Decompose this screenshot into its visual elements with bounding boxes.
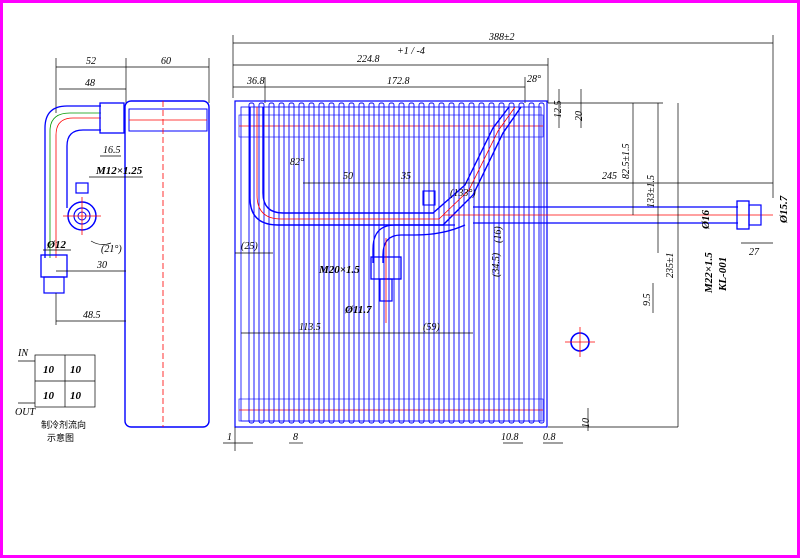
core-tube	[418, 102, 425, 424]
core-tube	[498, 102, 505, 424]
dim-59-paren: (59)	[423, 322, 440, 333]
core-tube	[398, 102, 405, 424]
dim-82-5: 82.5±1.5	[621, 144, 632, 180]
dim-phi16: Ø16	[700, 210, 712, 230]
core-tube	[298, 102, 305, 424]
dim-60: 60	[161, 56, 171, 67]
dim-16-paren: (16)	[493, 226, 504, 243]
core-tube	[448, 102, 455, 424]
dim-34-5: (34.5)	[491, 252, 502, 277]
front-view: 388±2 224.8 +1 / -4 36.8 172.8 28°	[223, 32, 790, 451]
core-tube	[488, 102, 495, 424]
dim-52: 52	[86, 56, 96, 67]
core-tube	[508, 102, 515, 424]
core-tube	[518, 102, 525, 424]
dim-245: 245	[602, 171, 617, 182]
dim-48: 48	[85, 78, 95, 89]
core-tube	[438, 102, 445, 424]
core-tube	[268, 102, 275, 424]
dim-21-angle: (21°)	[101, 244, 122, 255]
dim-35: 35	[400, 171, 411, 182]
core-tube	[288, 102, 295, 424]
core-tube	[378, 102, 385, 424]
dim-angle-28: 28°	[527, 74, 541, 85]
core-tube	[388, 102, 395, 424]
core-tube	[338, 102, 345, 424]
dim-0-8: 0.8	[543, 432, 556, 443]
flow-cell-2: 10	[70, 364, 82, 376]
dim-m22-thread: M22×1.5	[703, 252, 715, 294]
dim-m12-thread: M12×1.25	[95, 165, 143, 177]
core-tube	[278, 102, 285, 424]
core-tube	[428, 102, 435, 424]
core-tube	[248, 102, 255, 424]
core-tube	[328, 102, 335, 424]
flow-diagram: IN OUT 10 10 10 10 制冷剂流向 示意图	[15, 348, 96, 444]
dim-25-paren: (25)	[241, 241, 258, 252]
dim-113-5: 113.5	[299, 322, 321, 333]
dim-phi15-7: Ø15.7	[778, 195, 790, 224]
flow-out-label: OUT	[15, 407, 36, 418]
dim-30: 30	[96, 260, 107, 271]
core-tube	[538, 102, 545, 424]
flow-in-label: IN	[17, 348, 29, 359]
dim-20: 20	[574, 111, 585, 121]
dim-width-tol: +1 / -4	[397, 46, 425, 57]
core-tube	[368, 102, 375, 424]
dim-width: 224.8	[357, 54, 380, 65]
core-tube	[308, 102, 315, 424]
part-number: KL-001	[717, 257, 729, 292]
core-tube	[468, 102, 475, 424]
dim-36-8: 36.8	[246, 76, 265, 87]
flow-caption-1: 制冷剂流向	[41, 419, 86, 431]
flow-caption-2: 示意图	[47, 432, 74, 444]
dim-8: 8	[293, 432, 298, 443]
core-tube	[528, 102, 535, 424]
core-tube	[318, 102, 325, 424]
dim-overall: 388±2	[488, 32, 515, 43]
flow-cell-3: 10	[43, 390, 55, 402]
core-tube	[258, 102, 265, 424]
core-tube	[458, 102, 465, 424]
pipe-fitting-side	[99, 102, 125, 134]
dim-angle-82: 82°	[290, 157, 304, 168]
dim-9-5: 9.5	[642, 294, 653, 307]
core-tube	[358, 102, 365, 424]
dim-172-8: 172.8	[387, 76, 410, 87]
dim-235: 235±1	[665, 253, 676, 279]
core-front-outline	[234, 100, 548, 428]
dim-10-8: 10.8	[501, 432, 519, 443]
core-side-outline	[124, 100, 210, 428]
dim-12-5: 12.5	[553, 101, 564, 119]
dim-48-5: 48.5	[83, 310, 101, 321]
flow-cell-4: 10	[70, 390, 82, 402]
core-tube	[478, 102, 485, 424]
dim-16-5: 16.5	[103, 145, 121, 156]
core-tube	[408, 102, 415, 424]
side-view: 52 60 48 16.5 M12×1.25 (21°) Ø12	[40, 56, 210, 428]
dim-1: 1	[227, 432, 232, 443]
core-tubes	[248, 102, 545, 424]
dim-10: 10	[581, 418, 592, 428]
evaporator-drawing: 52 60 48 16.5 M12×1.25 (21°) Ø12	[15, 32, 790, 451]
dim-phi12: Ø12	[46, 239, 66, 251]
dim-phi11-7: Ø11.7	[344, 304, 372, 316]
flow-cell-1: 10	[43, 364, 55, 376]
dim-133: 133±1.5	[646, 175, 657, 208]
core-tube	[348, 102, 355, 424]
dim-50: 50	[343, 171, 353, 182]
dim-m20-thread: M20×1.5	[318, 264, 360, 276]
dim-angle-133: (133°)	[450, 188, 476, 199]
dim-27: 27	[749, 247, 760, 258]
